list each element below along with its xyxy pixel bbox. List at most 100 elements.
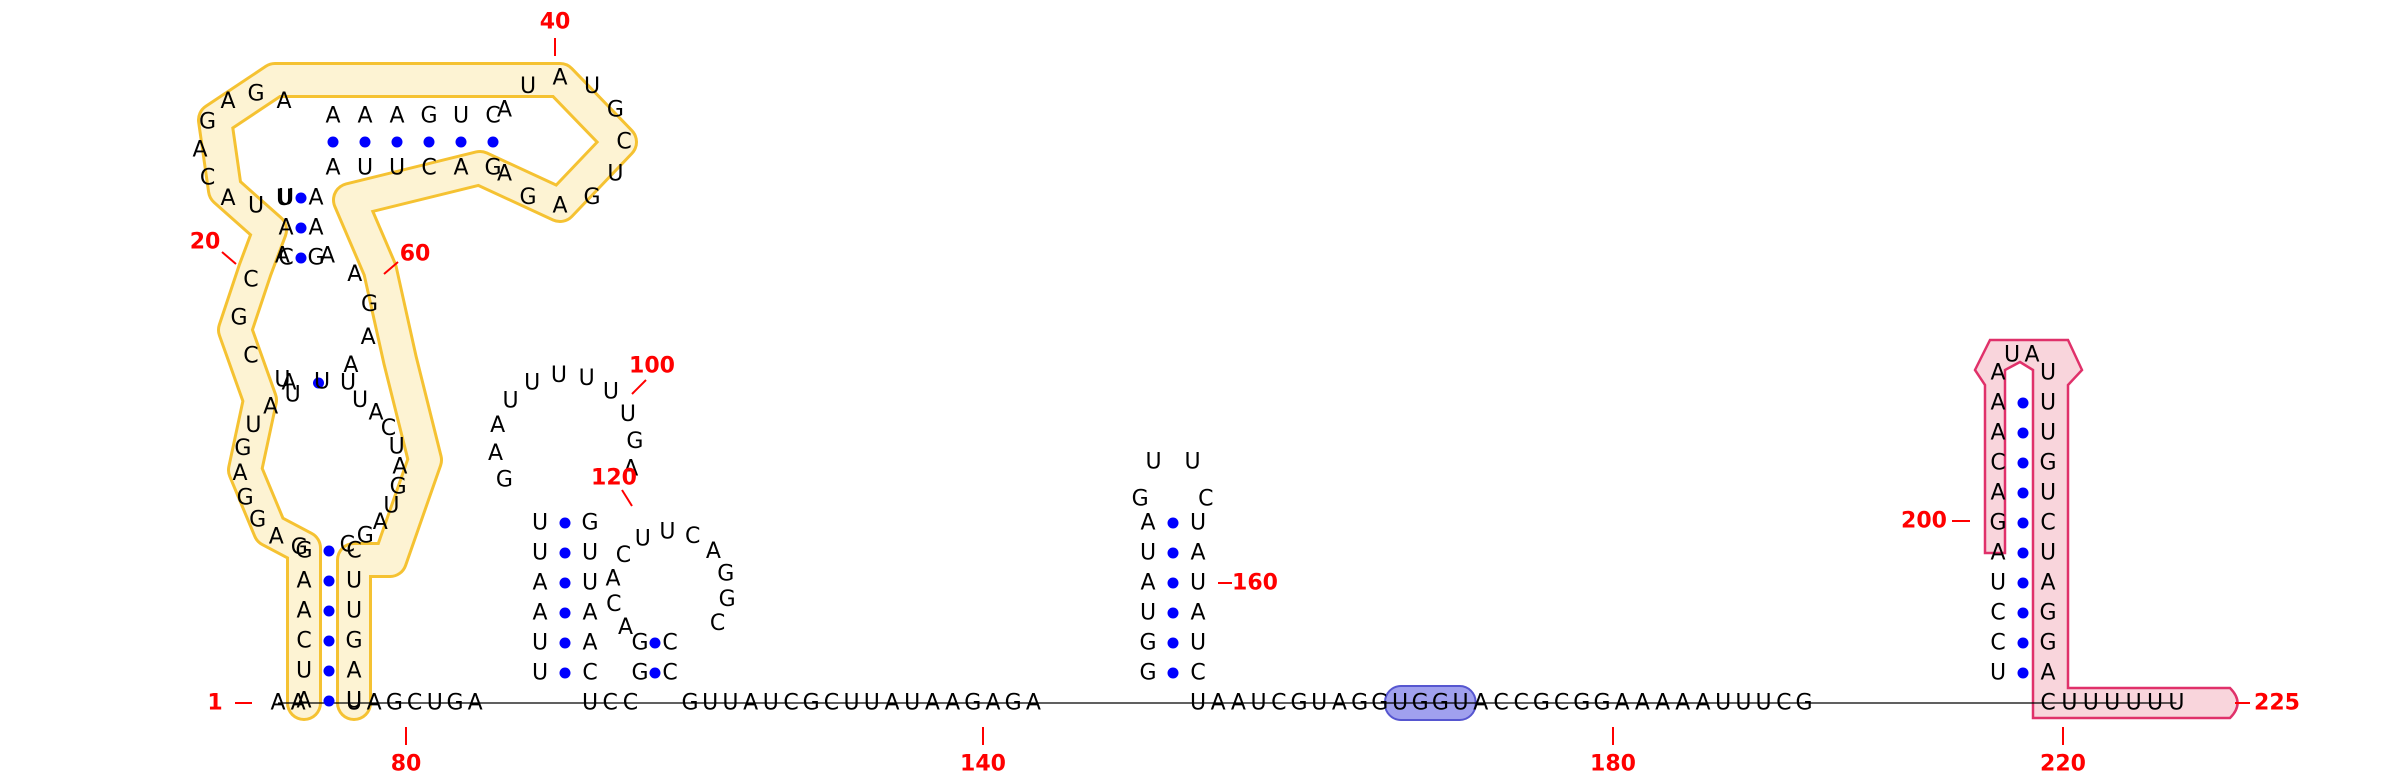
backbone-nucleotide: G [386,691,403,716]
backbone-nucleotide: G [1290,691,1307,716]
loop-100-nucleotide: U [579,366,595,391]
inner-stem-nucleotide: G [307,246,324,271]
right-loop-nucleotide: A [552,194,567,219]
base-pair-dot [1167,637,1179,649]
stem-160-nucleotide: C [1190,661,1205,686]
stem-220-nucleotide: A [1990,481,2005,506]
loop-100-nucleotide: G [496,468,513,493]
top-stem-nucleotide: A [453,156,468,181]
interior-loop-nucleotide: U [389,435,405,460]
stem-160-nucleotide: A [1190,601,1205,626]
interior-loop-nucleotide: A [275,243,290,268]
backbone-nucleotide: U [763,691,779,716]
interior-loop-nucleotide: U [352,388,368,413]
backbone-nucleotide: U [1735,691,1751,716]
stem-220-nucleotide: U [1990,661,2006,686]
base-pair-dot [327,136,339,148]
stem-220-nucleotide: U [1990,571,2006,596]
interior-loop-nucleotide: G [234,436,251,461]
base-pair-dot [559,517,571,529]
base-pair-dot [359,136,371,148]
loop-100-nucleotide: U [603,380,619,405]
top-stem-nucleotide: G [484,156,501,181]
backbone-nucleotide: G [803,691,820,716]
stem-160-nucleotide: A [1140,511,1155,536]
backbone-nucleotide: C [1493,691,1508,716]
backbone-nucleotide: A [270,691,285,716]
position-200: 200 [1901,509,1947,534]
loop-120-nucleotide: C [710,611,725,636]
backbone-nucleotide: G [1005,691,1022,716]
position-120: 120 [591,466,637,491]
backbone-nucleotide: G [1593,691,1610,716]
backbone-nucleotide: A [1026,691,1041,716]
loop-220-nucleotide: U [2004,343,2020,368]
backbone-nucleotide: C [824,691,839,716]
number-tick [621,489,633,507]
junction-nucleotide: A [281,371,296,396]
interior-loop-nucleotide: C [243,268,258,293]
base-pair-dot [323,695,335,707]
interior-loop-nucleotide: A [233,461,248,486]
highlighted-nucleotide: U [1392,691,1408,716]
stem-100-nucleotide: U [532,511,548,536]
base-pair-dot [2017,427,2029,439]
interior-loop-nucleotide: U [383,493,399,518]
position-180: 180 [1590,752,1636,776]
base-pair-dot [313,377,324,389]
interior-loop-nucleotide: G [291,535,308,560]
loop-120-nucleotide: C [685,524,700,549]
stem-220-nucleotide: U [2040,361,2056,386]
interior-loop-nucleotide: A [343,353,358,378]
stem-120-nucleotide: C [662,631,677,656]
backbone-nucleotide: G [681,691,698,716]
interior-loop-nucleotide: G [361,292,378,317]
interior-loop-nucleotide: A [263,395,278,420]
loop-120-nucleotide: A [606,566,621,591]
interior-loop-nucleotide: A [320,243,335,268]
stem-160-nucleotide: U [1140,601,1156,626]
stem-120-nucleotide: G [631,631,648,656]
right-loop-nucleotide: G [583,185,600,210]
junction-nucleotide: U [340,371,356,396]
backbone-nucleotide: A [1231,691,1246,716]
backbone-nucleotide: C [783,691,798,716]
backbone-nucleotide: G [1351,691,1368,716]
stem-100-nucleotide: U [582,571,598,596]
base-pair-dot [559,637,571,649]
loop-160-nucleotide: U [1184,450,1200,475]
stem-80-nucleotide: U [346,599,362,624]
interior-loop-nucleotide: U [285,382,301,407]
backbone-nucleotide: U [427,691,443,716]
stem-100-nucleotide: U [532,631,548,656]
tail-nucleotide: U [2061,691,2077,716]
backbone-nucleotide: U [1756,691,1772,716]
base-pair-dot [423,136,435,148]
stem-160-nucleotide: U [1140,541,1156,566]
backbone-nucleotide: G [446,691,463,716]
position-80: 80 [391,752,422,776]
right-loop-nucleotide: A [497,162,512,187]
base-pair-dot [295,222,307,234]
stem-220-nucleotide: A [1990,421,2005,446]
backbone-nucleotide: A [291,691,306,716]
base-pair-dot [2017,607,2029,619]
number-tick [383,261,399,275]
interior-loop-nucleotide: A [347,262,362,287]
stem-120-nucleotide: G [631,661,648,686]
base-pair-dot [1167,667,1179,679]
stem-220-nucleotide: A [2040,661,2055,686]
stem-80-nucleotide: A [346,659,361,684]
backbone-nucleotide: U [864,691,880,716]
stem-220-nucleotide: A [1990,391,2005,416]
stem-100-nucleotide: C [582,661,597,686]
stem-100-nucleotide: A [532,601,547,626]
loop-100-nucleotide: U [551,363,567,388]
base-pair-dot [2017,637,2029,649]
base-pair-dot [487,136,499,148]
base-pair-dot [323,575,335,587]
base-pair-dot [1167,547,1179,559]
interior-loop-nucleotide: C [340,533,355,558]
inner-stem-nucleotide: U [278,186,294,211]
loop-160-nucleotide: U [1145,450,1161,475]
